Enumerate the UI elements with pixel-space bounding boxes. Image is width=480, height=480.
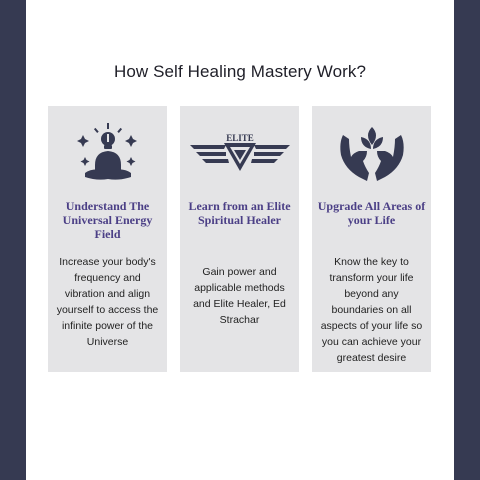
hands-lotus-icon: [312, 120, 431, 186]
feature-card-universal-energy: Understand The Universal Energy Field In…: [48, 106, 167, 372]
card-description: Increase your body's frequency and vibra…: [56, 256, 159, 348]
card-description: Gain power and applicable methods and El…: [193, 266, 286, 326]
card-description: Know the key to transform your life beyo…: [320, 256, 423, 364]
content-panel: How Self Healing Mastery Work?: [26, 0, 454, 480]
card-title: Upgrade All Areas of your Life: [317, 199, 426, 227]
card-title: Learn from an Elite Spiritual Healer: [188, 199, 291, 227]
elite-badge-text: ELITE: [226, 133, 254, 143]
card-title: Understand The Universal Energy Field: [62, 199, 153, 241]
meditation-lightbulb-icon: [48, 120, 167, 186]
page-title: How Self Healing Mastery Work?: [113, 62, 367, 81]
elite-winged-badge-icon: ELITE: [180, 120, 299, 186]
feature-card-elite-healer: ELITE Learn from an Elite Spiritual Heal…: [180, 106, 299, 372]
feature-card-upgrade-life: Upgrade All Areas of your Life Know the …: [312, 106, 431, 372]
